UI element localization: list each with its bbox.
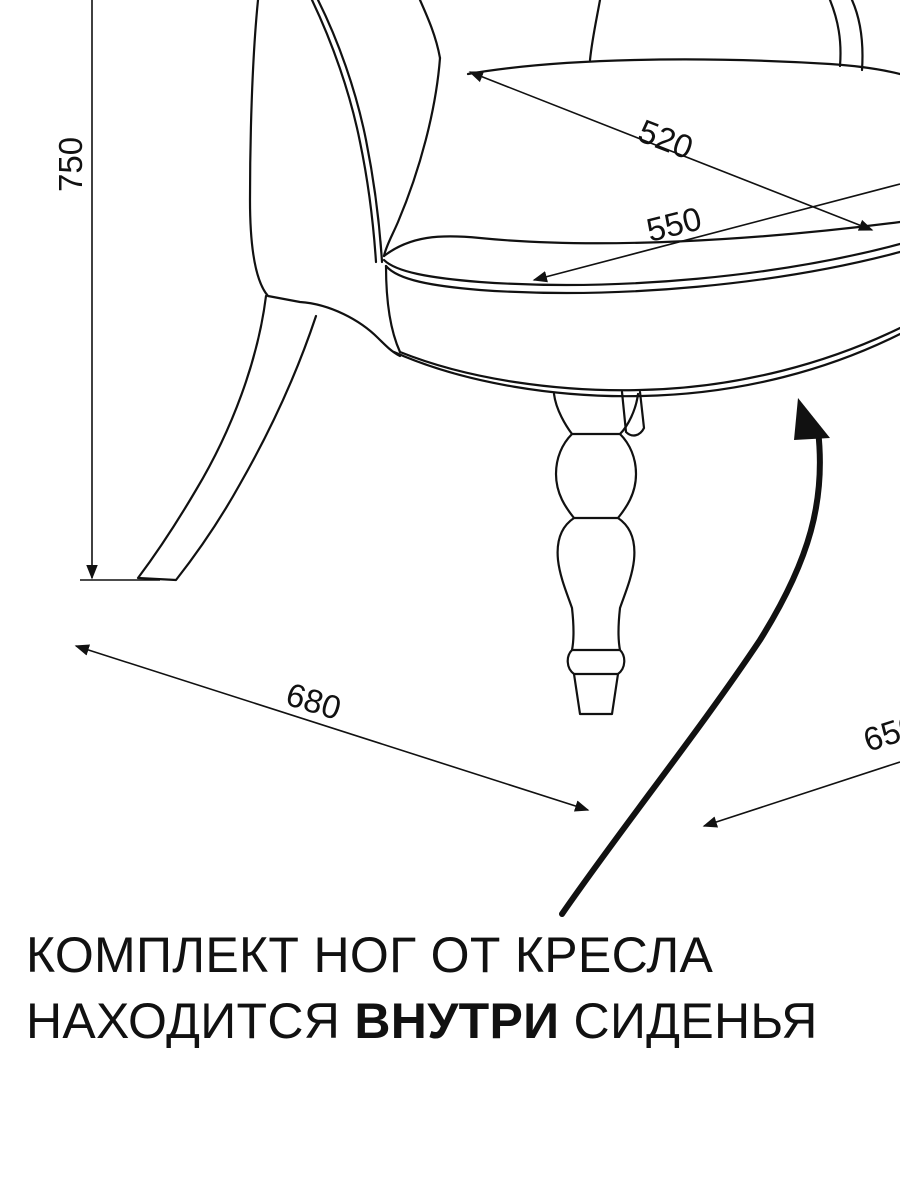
chair-front-leg [552,392,640,716]
chair-back-tuft-2 [588,0,602,62]
overall-width-label: 680 [282,675,345,726]
pointer-arrow [559,398,830,917]
overall-depth-label: 650 [859,706,900,758]
dimension-lines [74,0,900,828]
caption: КОМПЛЕКТ НОГ ОТ КРЕСЛА НАХОДИТСЯ ВНУТРИ … [26,922,886,1054]
seat-width-dimension-line [532,183,900,283]
chair-seat-top [466,58,900,76]
chair-seat-piping-2 [384,250,900,295]
caption-line-2-bold: ВНУТРИ [354,993,560,1049]
chair-seat-apron-piping [392,332,900,398]
chair-outline [136,0,900,716]
pointer-arrow-shaft [559,427,823,917]
chair-back-right-edge [850,0,864,72]
chair-inner-arm [382,56,442,258]
overall-depth-dimension-line [702,761,900,828]
chair-back-tuft [418,0,442,60]
chair-seat-apron-left [384,264,402,354]
pointer-arrow-head [794,398,830,440]
caption-line-2-end: СИДЕНЬЯ [559,993,818,1049]
overall-width-dimension-line [74,644,590,812]
chair-seat-piping [382,242,900,287]
chair-seat-front-edge [382,220,900,258]
seat-depth-dimension-line [468,71,874,231]
chair-front-leg-ring [570,432,622,676]
chair-seat-apron-bottom [398,326,900,392]
caption-line-2-start: НАХОДИТСЯ [26,993,355,1049]
chair-side-panel-piping [310,0,378,264]
chair-side-panel-edge [316,0,384,264]
chair-side-panel [248,0,402,358]
caption-line-2: НАХОДИТСЯ ВНУТРИ СИДЕНЬЯ [26,988,886,1054]
chair-rear-leg-stub [620,390,646,437]
chair-rear-leg [136,294,318,582]
chair-back-tuft-3 [828,0,842,68]
caption-line-1: КОМПЛЕКТ НОГ ОТ КРЕСЛА [26,927,714,983]
height-label: 750 [52,137,89,192]
